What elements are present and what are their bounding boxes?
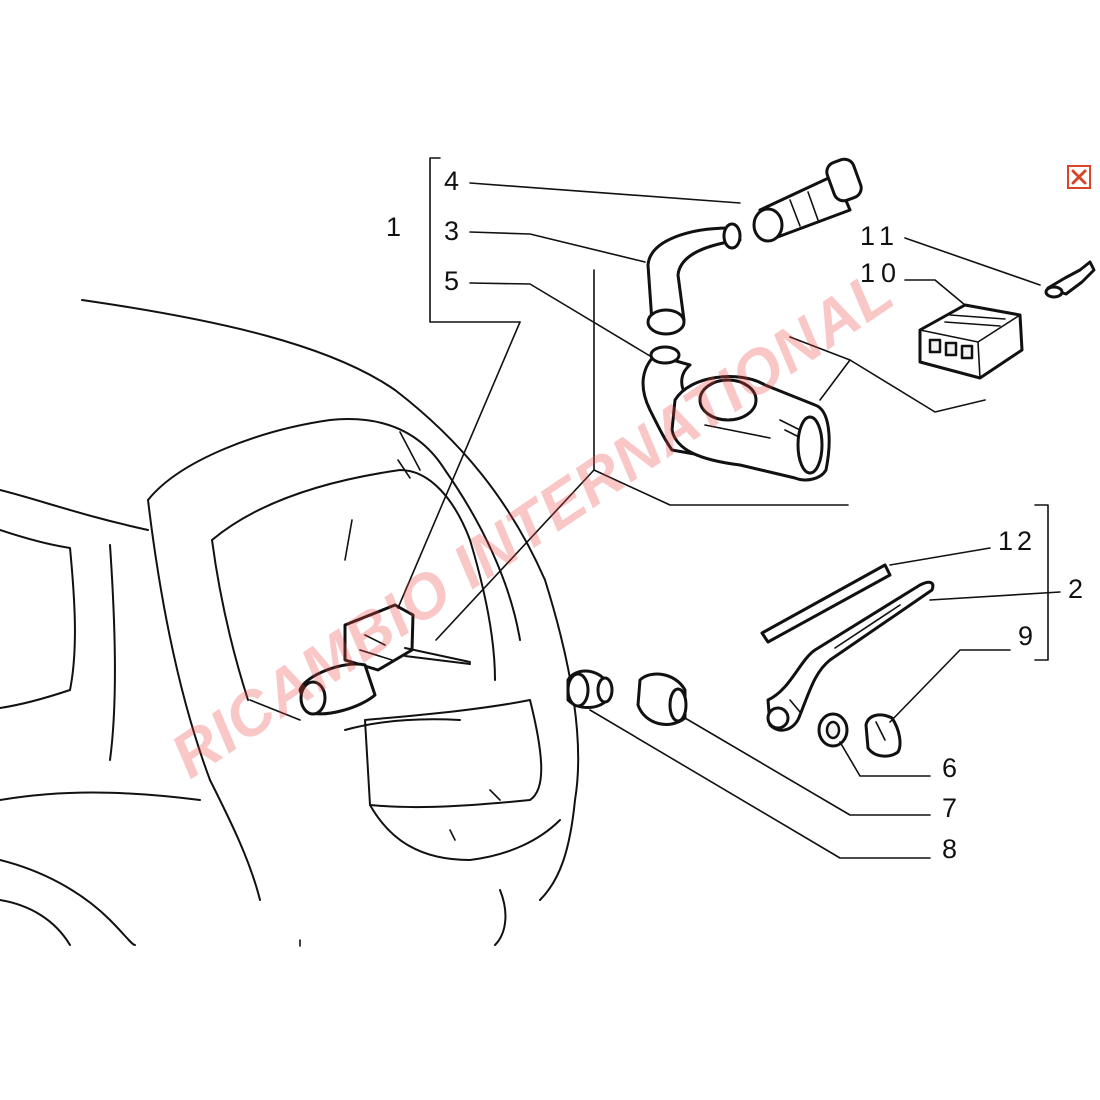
callout-labels: 1 4 3 5 11 10 12 2 9 6 7 8 [386, 166, 1083, 864]
part-12-wiper-blade [760, 563, 892, 644]
callout-4: 4 [444, 166, 459, 196]
part-5-wiper-motor [641, 345, 831, 482]
part-8-bush [566, 669, 614, 709]
callout-5: 5 [444, 266, 459, 296]
close-icon[interactable] [1067, 165, 1091, 189]
part-9-cap [864, 713, 902, 758]
leader-lines [397, 157, 1061, 859]
callout-8: 8 [942, 834, 957, 864]
callout-12: 12 [998, 526, 1036, 556]
installed-motor-assembly [298, 603, 471, 716]
callout-3: 3 [444, 216, 459, 246]
part-7-grommet [636, 672, 688, 726]
car-body [0, 299, 580, 947]
part-10-connector [918, 303, 1024, 380]
callout-10: 10 [860, 258, 902, 288]
callout-2: 2 [1068, 574, 1083, 604]
part-2-wiper-arm [766, 580, 935, 732]
part-4-washer-nozzle [752, 157, 863, 243]
callout-1: 1 [386, 212, 401, 242]
callout-9: 9 [1018, 621, 1033, 651]
callout-7: 7 [942, 793, 957, 823]
part-6-nut [817, 712, 849, 748]
callout-11: 11 [860, 221, 900, 251]
part-3-hose [646, 222, 742, 336]
callout-6: 6 [942, 753, 957, 783]
part-11-terminal [1044, 260, 1096, 299]
